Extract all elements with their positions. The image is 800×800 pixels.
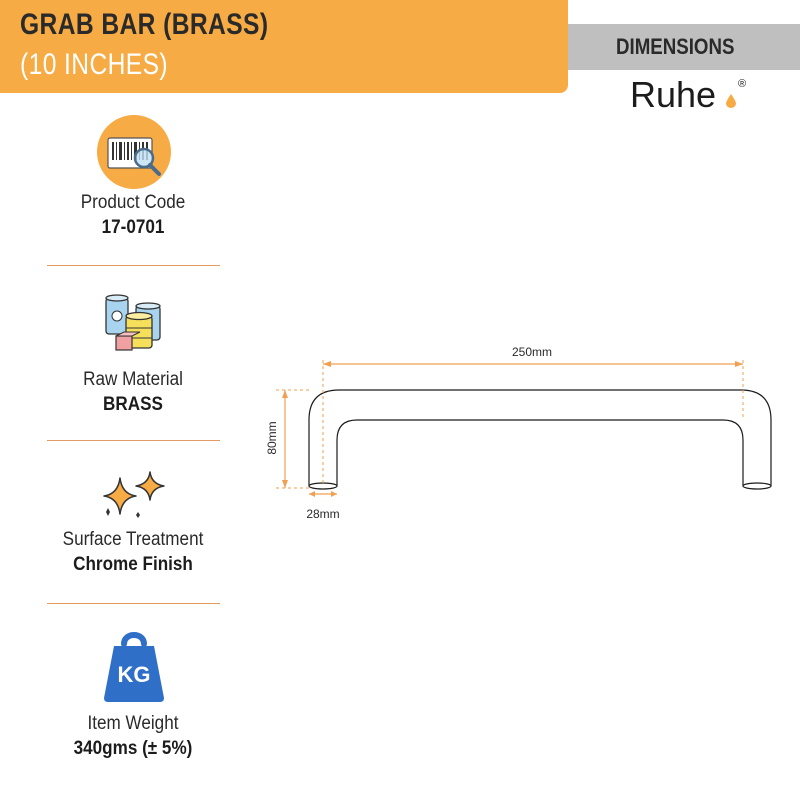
registered-mark: ® — [738, 78, 747, 90]
kg-weight-icon: KG — [100, 628, 168, 704]
product-title: GRAB BAR (BRASS) — [20, 8, 269, 41]
divider — [47, 440, 220, 441]
grab-bar-inner-outline — [336, 419, 744, 486]
raw-material-drums-icon — [100, 290, 168, 358]
product-subtitle: (10 INCHES) — [20, 48, 169, 81]
brand-name: Ruhe — [630, 74, 717, 115]
length-label: 250mm — [512, 345, 552, 359]
dimensions-label: DIMENSIONS — [616, 34, 735, 59]
right-foot — [742, 482, 772, 490]
spec-product-code: Product Code 17-0701 — [20, 192, 246, 239]
spec-label: Product Code — [80, 192, 186, 213]
grab-bar-outline — [308, 389, 772, 486]
brand-logo: Ruhe ® — [630, 74, 750, 118]
spec-value: BRASS — [103, 394, 163, 415]
spec-raw-material: Raw Material BRASS — [20, 369, 246, 416]
diameter-label: 28mm — [306, 507, 339, 521]
spec-label: Item Weight — [87, 713, 179, 734]
height-label: 80mm — [265, 421, 279, 454]
barcode-magnifier-icon — [96, 114, 172, 190]
dimensions-banner: DIMENSIONS — [568, 24, 800, 70]
spec-label: Raw Material — [83, 369, 183, 390]
divider — [47, 603, 220, 604]
spec-label: Surface Treatment — [62, 529, 204, 550]
kg-icon-text: KG — [118, 662, 151, 687]
water-drop-icon — [726, 94, 736, 108]
spec-value: Chrome Finish — [73, 554, 193, 575]
sparkles-icon — [98, 468, 172, 524]
spec-item-weight: Item Weight 340gms (± 5%) — [20, 713, 246, 760]
title-banner: GRAB BAR (BRASS) (10 INCHES) — [0, 0, 568, 93]
spec-surface-treatment: Surface Treatment Chrome Finish — [20, 529, 246, 576]
spec-value: 340gms (± 5%) — [73, 738, 193, 759]
divider — [47, 265, 220, 266]
spec-value: 17-0701 — [101, 217, 165, 238]
